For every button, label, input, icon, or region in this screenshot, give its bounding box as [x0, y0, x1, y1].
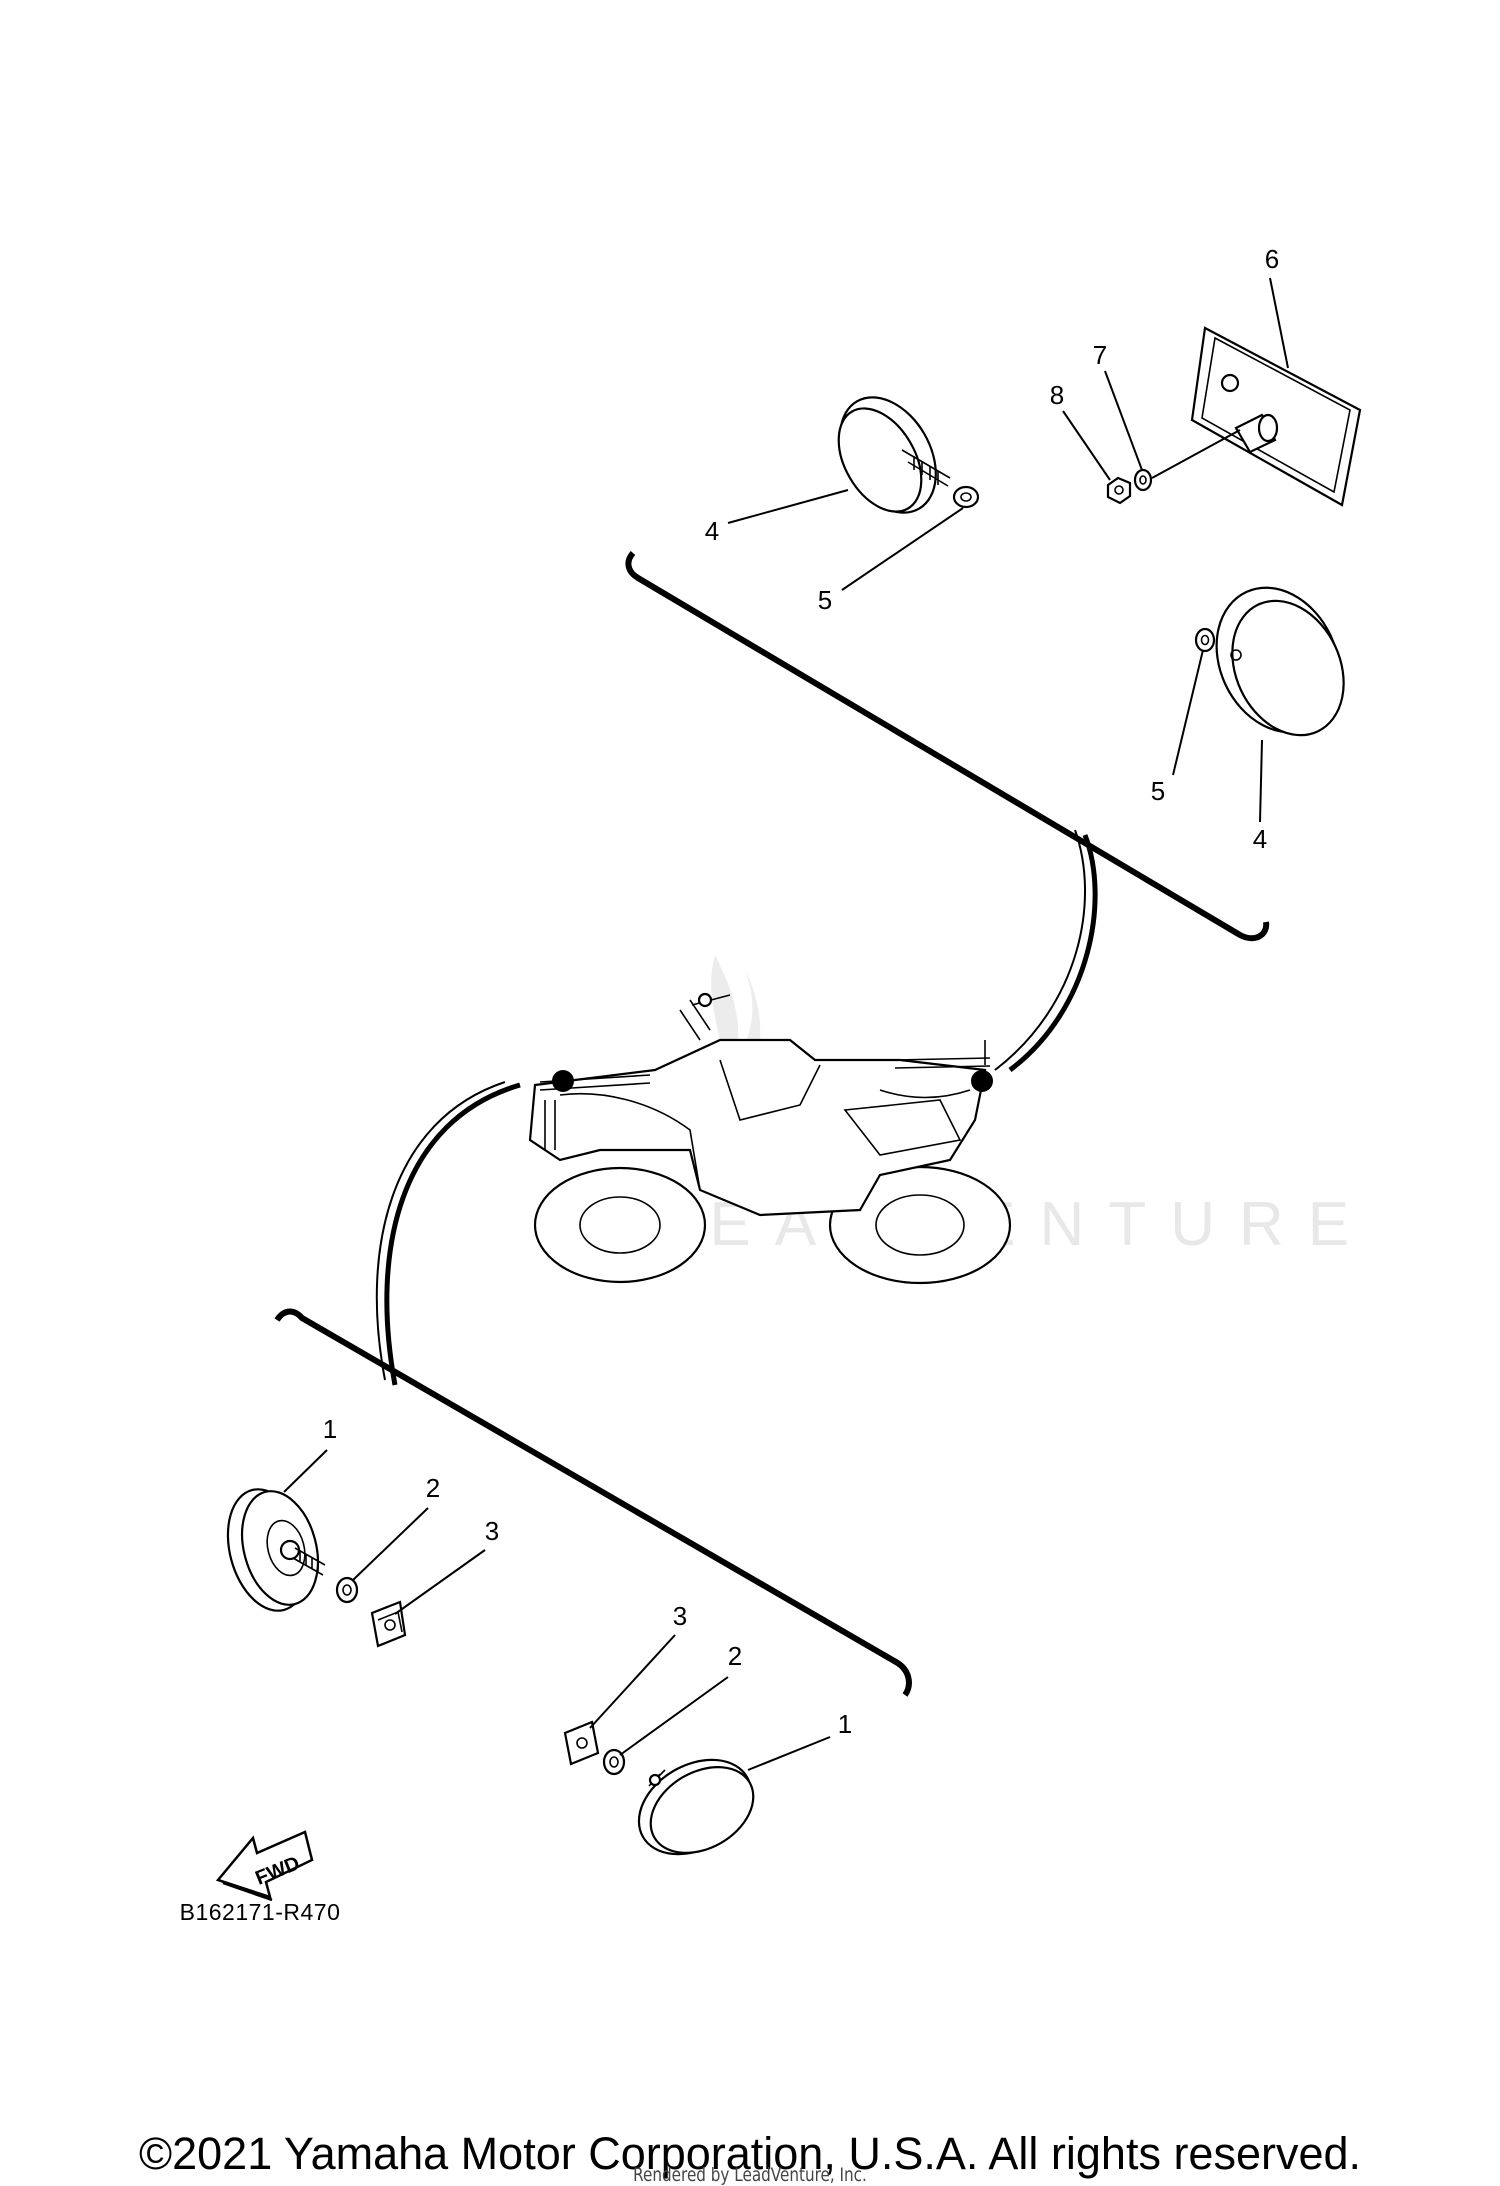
callout-3-left: 3: [485, 1516, 499, 1546]
callout-3-bottom: 3: [673, 1601, 687, 1631]
atv-vehicle: [528, 992, 1012, 1285]
callout-7: 7: [1093, 340, 1107, 370]
clip-nut-3-left: [370, 1600, 407, 1648]
reflector-4-upper: [837, 396, 951, 514]
callout-6: 6: [1265, 244, 1279, 274]
rear-reflector-mount-point: [971, 1070, 993, 1092]
callout-8: 8: [1050, 380, 1064, 410]
reflector-1-left: [226, 1488, 326, 1612]
washer-2-bottom: [602, 1748, 626, 1776]
callout-1-left: 1: [323, 1414, 337, 1444]
washer-2-left: [335, 1576, 359, 1604]
callout-4-right: 4: [1253, 824, 1267, 854]
front-bracket-bar: [274, 1081, 912, 1697]
callout-4-upper: 4: [705, 516, 719, 546]
fwd-arrow-icon: FWD: [215, 1830, 314, 1902]
callout-labels: 6 7 8 4 5 5 4 1 2 3 3 2 1: [323, 244, 1279, 1739]
front-reflector-mount-point: [552, 1070, 574, 1092]
reflector-plate-6: [1190, 326, 1362, 507]
reference-code: B162171-R470: [180, 1899, 341, 1925]
washer-7: [1133, 468, 1153, 492]
callout-2-left: 2: [426, 1473, 440, 1503]
callout-1-bottom: 1: [838, 1709, 852, 1739]
copyright-notice: ©2021 Yamaha Motor Corporation, U.S.A. A…: [138, 2128, 1362, 2179]
washer-5-upper: [952, 485, 980, 509]
rear-bracket-bar: [625, 551, 1270, 1072]
rendered-by-notice: Rendered by LeadVenture, Inc.: [633, 2164, 867, 2186]
clip-nut-3-bottom: [563, 1720, 600, 1766]
callout-5-upper: 5: [818, 585, 832, 615]
leader-lines: [283, 277, 1289, 1771]
callout-5-right: 5: [1151, 776, 1165, 806]
callout-2-bottom: 2: [728, 1641, 742, 1671]
reflector-1-bottom: [637, 1758, 755, 1856]
washer-5-right: [1194, 627, 1216, 653]
nut-8: [1106, 476, 1132, 505]
reflector-4-right: [1215, 586, 1345, 737]
